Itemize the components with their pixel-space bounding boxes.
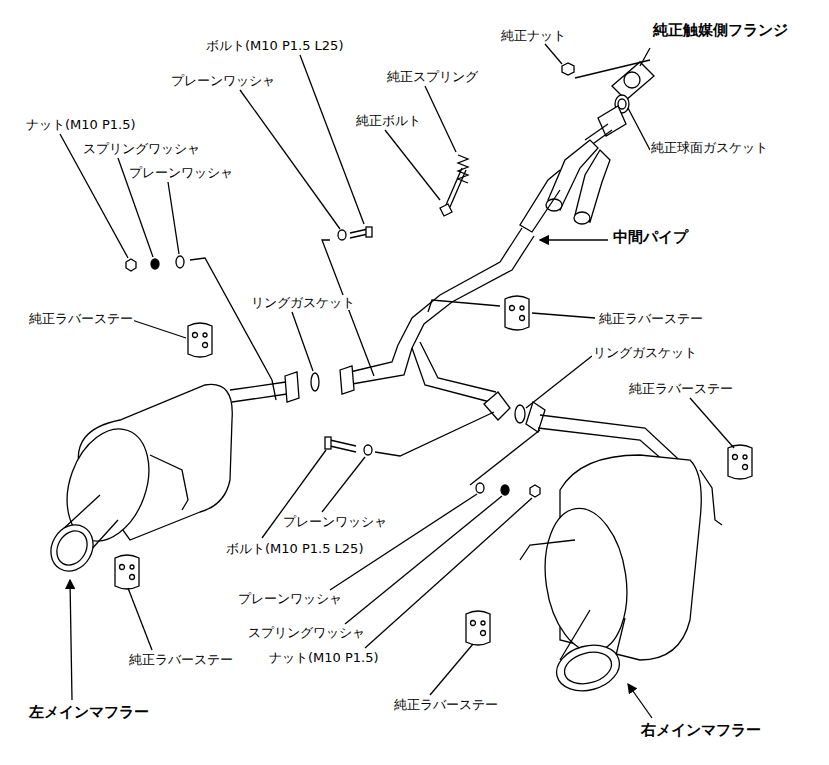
part-label: 純正ラバーステー — [598, 311, 704, 326]
part-title: 純正触媒側フランジ — [652, 22, 789, 39]
part-label: ナット(M10 P1.5) — [25, 117, 137, 132]
part-label: プレーンワッシャ — [282, 514, 388, 529]
part-label: 純正球面ガスケット — [650, 140, 769, 155]
part-label: スプリングワッシャ — [247, 625, 366, 640]
part-label: 純正スプリング — [386, 69, 479, 84]
part-label: 純正ラバーステー — [628, 381, 734, 396]
part-label: ボルト(M10 P1.5 L25) — [225, 541, 364, 556]
part-label: リングガスケット — [250, 295, 356, 310]
part-label: プレーンワッシャ — [237, 591, 343, 606]
part-title: 中間パイプ — [612, 229, 689, 246]
part-label: プレーンワッシャ — [170, 73, 276, 88]
part-label: スプリングワッシャ — [82, 141, 201, 156]
part-label: ナット(M10 P1.5) — [268, 650, 380, 665]
part-label: 純正ボルト — [355, 113, 422, 128]
part-label: 純正ラバーステー — [393, 697, 499, 712]
part-title: 左メインマフラー — [28, 704, 150, 721]
part-label: 純正ラバーステー — [128, 652, 234, 667]
part-label: ボルト(M10 P1.5 L25) — [205, 38, 344, 53]
part-label: 純正ナット — [500, 28, 567, 43]
part-label: プレーンワッシャ — [128, 165, 234, 180]
part-title: 右メインマフラー — [640, 722, 762, 739]
part-label: 純正ラバーステー — [28, 311, 134, 326]
part-label: リングガスケット — [592, 345, 698, 360]
